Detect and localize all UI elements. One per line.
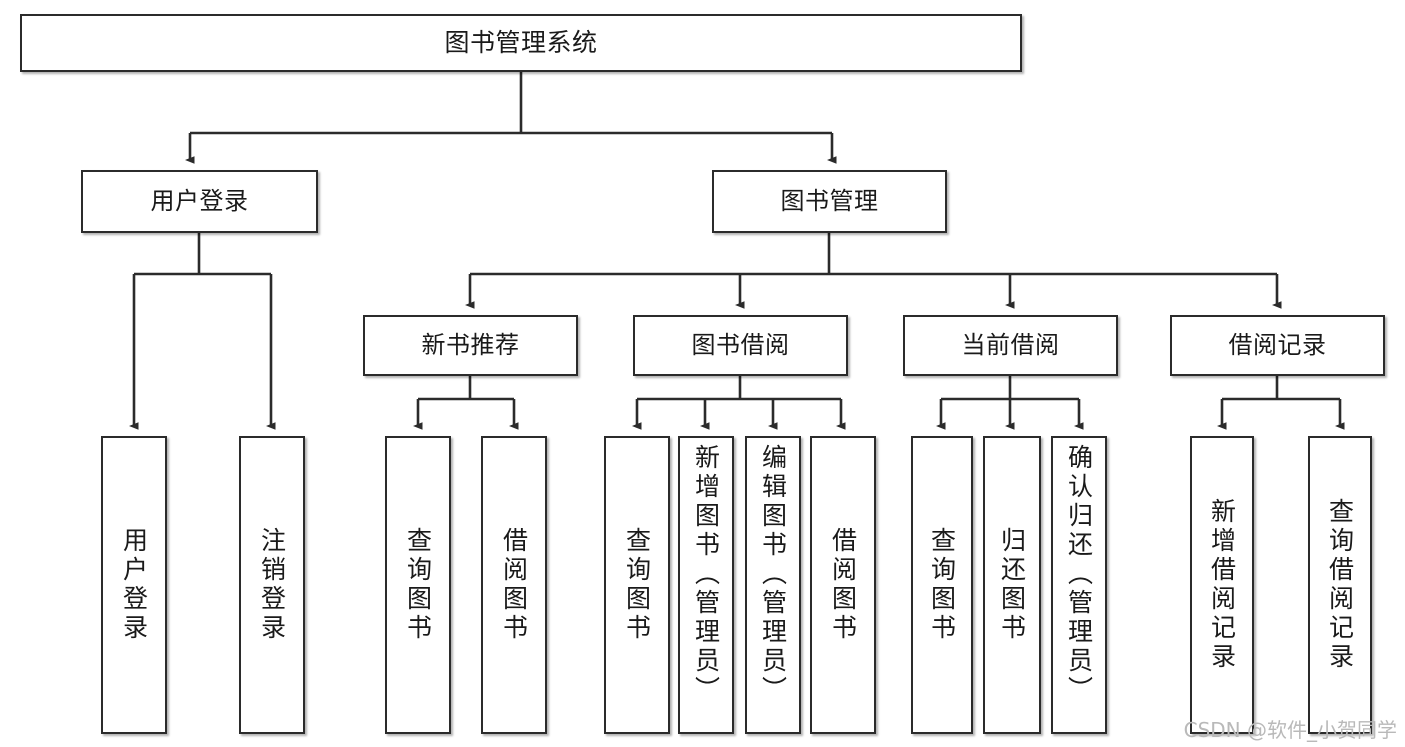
node-book-borrow[interactable]: 图书借阅: [633, 315, 848, 376]
node-root[interactable]: 图书管理系统: [20, 14, 1022, 72]
node-borrow-record-label: 借阅记录: [1228, 330, 1327, 359]
node-book-management-label: 图书管理: [780, 186, 879, 215]
node-new-book-recommend-label: 新书推荐: [421, 330, 520, 359]
leaf-user-login-label: 用户登录: [119, 527, 149, 643]
node-book-management[interactable]: 图书管理: [712, 170, 947, 233]
leaf-user-login[interactable]: 用户登录: [101, 436, 167, 734]
leaf-query-book-borrow[interactable]: 查询图书: [604, 436, 670, 734]
node-root-label: 图书管理系统: [444, 27, 598, 57]
leaf-query-book-current[interactable]: 查询图书: [911, 436, 973, 734]
leaf-confirm-return-admin-label: 确认归还（管理员）: [1064, 444, 1094, 705]
node-current-borrow-label: 当前借阅: [961, 330, 1060, 359]
node-user-login[interactable]: 用户登录: [81, 170, 318, 233]
leaf-add-book-admin[interactable]: 新增图书（管理员）: [678, 436, 734, 734]
leaf-add-book-admin-label: 新增图书（管理员）: [691, 444, 721, 705]
leaf-add-borrow-record-label: 新增借阅记录: [1207, 498, 1237, 672]
leaf-query-book-recommend-label: 查询图书: [403, 527, 433, 643]
leaf-borrow-book-recommend[interactable]: 借阅图书: [481, 436, 547, 734]
node-current-borrow[interactable]: 当前借阅: [903, 315, 1118, 376]
leaf-confirm-return-admin[interactable]: 确认归还（管理员）: [1051, 436, 1107, 734]
node-book-borrow-label: 图书借阅: [691, 330, 790, 359]
leaf-logout-label: 注销登录: [257, 527, 287, 643]
node-borrow-record[interactable]: 借阅记录: [1170, 315, 1385, 376]
leaf-return-book-label: 归还图书: [997, 527, 1027, 643]
leaf-borrow-book-label: 借阅图书: [828, 527, 858, 643]
leaf-return-book[interactable]: 归还图书: [983, 436, 1041, 734]
leaf-query-borrow-record-label: 查询借阅记录: [1325, 498, 1355, 672]
leaf-query-book-current-label: 查询图书: [927, 527, 957, 643]
leaf-edit-book-admin[interactable]: 编辑图书（管理员）: [745, 436, 801, 734]
leaf-borrow-book[interactable]: 借阅图书: [810, 436, 876, 734]
leaf-query-borrow-record[interactable]: 查询借阅记录: [1308, 436, 1372, 734]
leaf-edit-book-admin-label: 编辑图书（管理员）: [758, 444, 788, 705]
leaf-query-book-recommend[interactable]: 查询图书: [385, 436, 451, 734]
node-new-book-recommend[interactable]: 新书推荐: [363, 315, 578, 376]
node-user-login-label: 用户登录: [150, 186, 249, 215]
leaf-query-book-borrow-label: 查询图书: [622, 527, 652, 643]
csdn-watermark: CSDN @软件_小贺同学: [1183, 718, 1397, 742]
leaf-add-borrow-record[interactable]: 新增借阅记录: [1190, 436, 1254, 734]
leaf-borrow-book-recommend-label: 借阅图书: [499, 527, 529, 643]
leaf-logout[interactable]: 注销登录: [239, 436, 305, 734]
